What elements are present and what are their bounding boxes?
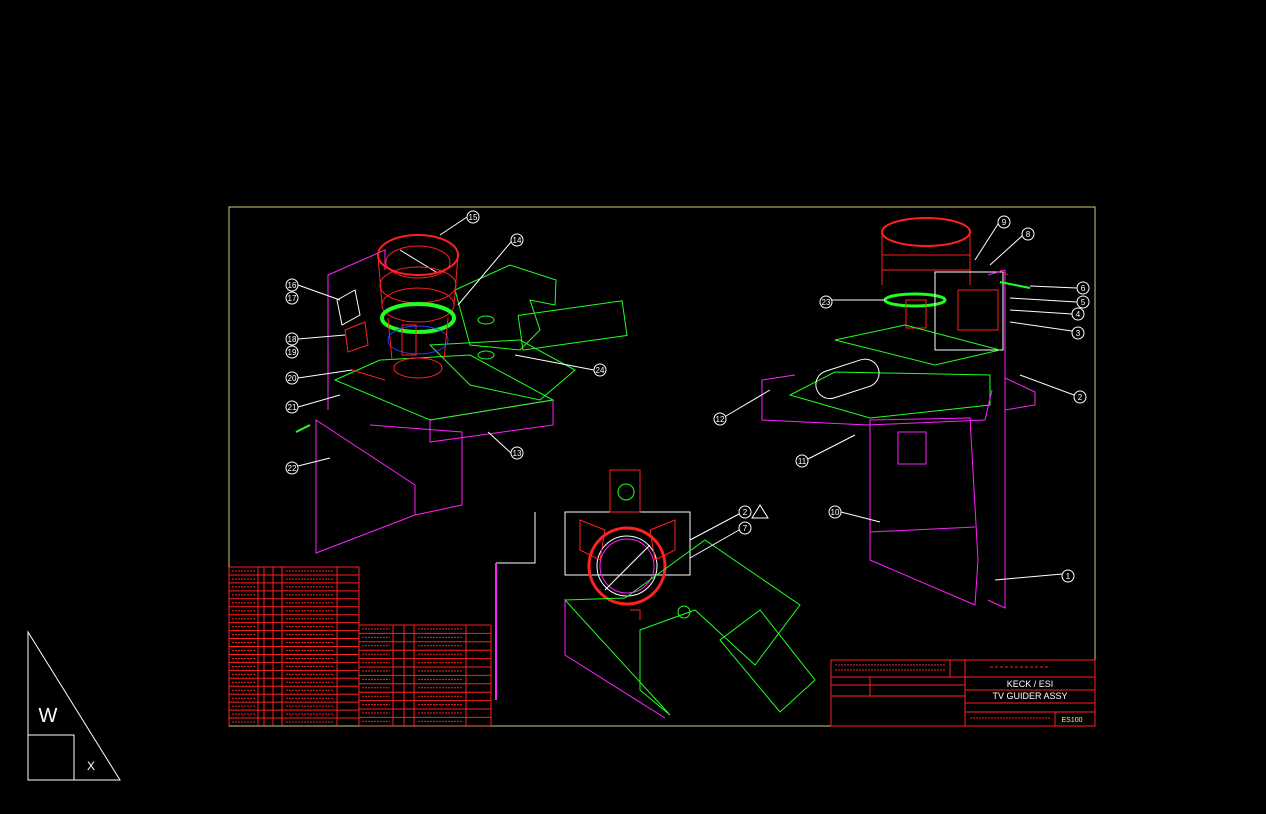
svg-text:16: 16 — [288, 281, 297, 290]
svg-text:12: 12 — [716, 415, 725, 424]
balloon-21: 21 — [285, 394, 341, 414]
ucs-label-x: X — [87, 759, 95, 773]
svg-text:21: 21 — [288, 403, 297, 412]
svg-text:3: 3 — [1076, 329, 1081, 338]
svg-text:18: 18 — [288, 335, 297, 344]
left-isometric-view — [295, 234, 628, 554]
svg-text:10: 10 — [831, 508, 840, 517]
balloon-17: 17 — [285, 291, 299, 305]
svg-text:6: 6 — [1081, 284, 1086, 293]
balloon-19: 19 — [285, 345, 299, 359]
balloon-2-right: 2 — [1019, 374, 1087, 404]
balloon-13: 13 — [487, 431, 524, 460]
svg-text:11: 11 — [798, 457, 807, 466]
svg-text:13: 13 — [513, 449, 522, 458]
balloon-23: 23 — [819, 295, 885, 309]
ucs-label-w: W — [39, 705, 58, 727]
title-line-1: KECK / ESI — [1007, 679, 1054, 689]
parts-list-table — [228, 566, 492, 727]
svg-text:20: 20 — [288, 374, 297, 383]
balloon-15: 15 — [439, 210, 480, 236]
balloon-24: 24 — [514, 354, 607, 377]
svg-text:23: 23 — [822, 298, 831, 307]
svg-text:2: 2 — [743, 508, 748, 517]
balloon-12: 12 — [713, 389, 771, 426]
balloon-22: 22 — [285, 457, 331, 475]
svg-text:8: 8 — [1026, 230, 1031, 239]
svg-text:5: 5 — [1081, 298, 1086, 307]
ucs-icon: W X — [27, 630, 121, 781]
balloon-10: 10 — [828, 505, 881, 523]
svg-text:22: 22 — [288, 464, 297, 473]
balloon-14: 14 — [457, 233, 524, 306]
svg-text:2: 2 — [1078, 393, 1083, 402]
balloon-9: 9 — [974, 215, 1011, 261]
balloon-5: 5 — [1009, 295, 1090, 309]
right-isometric-view — [761, 217, 1036, 609]
balloon-6: 6 — [1029, 281, 1090, 295]
title-block: KECK / ESI TV GUIDER ASSY ES100 — [830, 659, 1096, 727]
balloon-3: 3 — [1009, 321, 1085, 340]
svg-text:1: 1 — [1066, 572, 1071, 581]
balloon-20: 20 — [285, 369, 353, 385]
balloon-1: 1 — [994, 569, 1075, 583]
svg-text:15: 15 — [469, 213, 478, 222]
balloon-2-bottom: 2 — [689, 504, 769, 541]
balloon-8: 8 — [989, 227, 1035, 266]
left-view-balloons: 15 14 16 17 18 19 20 21 22 24 13 — [285, 210, 607, 475]
bottom-view — [495, 469, 816, 719]
balloon-7: 7 — [689, 521, 752, 559]
svg-text:19: 19 — [288, 348, 297, 357]
balloon-16: 16 — [285, 278, 341, 301]
bottom-view-balloons: 2 7 — [689, 504, 769, 559]
svg-text:4: 4 — [1076, 310, 1081, 319]
svg-text:7: 7 — [743, 524, 748, 533]
svg-text:24: 24 — [596, 366, 605, 375]
balloon-4: 4 — [1009, 307, 1085, 321]
title-line-2: TV GUIDER ASSY — [992, 691, 1067, 701]
svg-text:14: 14 — [513, 236, 522, 245]
svg-text:17: 17 — [288, 294, 297, 303]
drawing-number: ES100 — [1061, 717, 1082, 724]
sheet-border — [228, 206, 1096, 727]
svg-text:9: 9 — [1002, 218, 1007, 227]
balloon-11: 11 — [795, 434, 856, 468]
balloon-18: 18 — [285, 332, 346, 346]
right-view-balloons: 9 8 23 6 5 4 3 2 12 11 10 1 — [713, 215, 1090, 583]
